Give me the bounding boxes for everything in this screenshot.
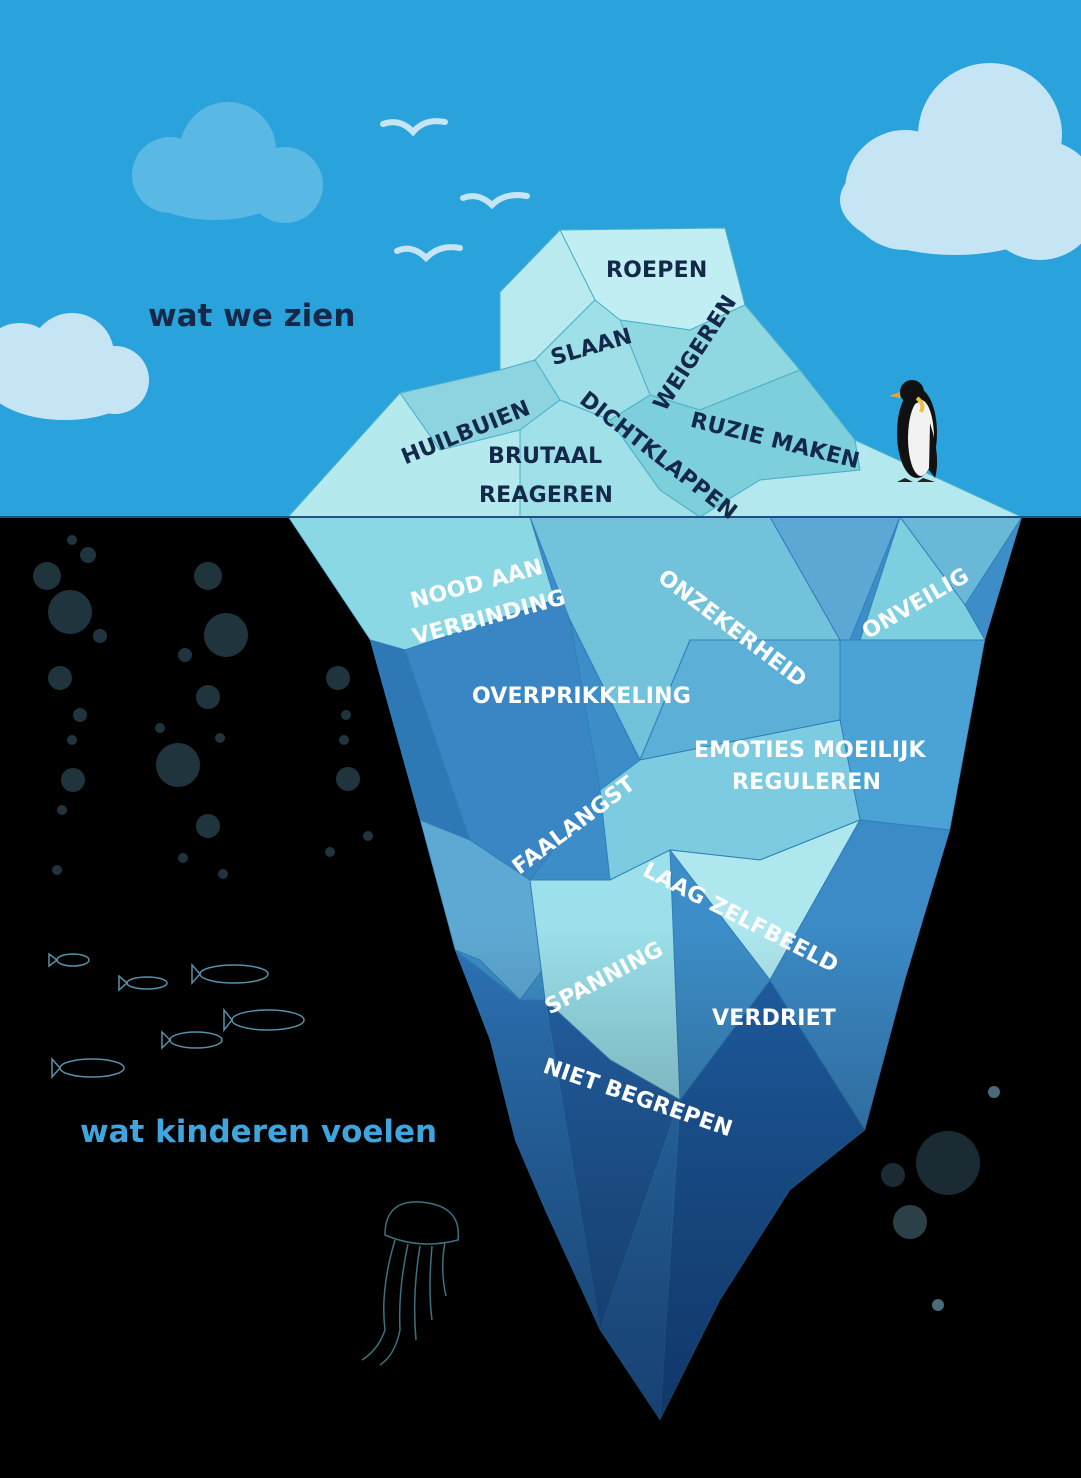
jellyfish-icon	[361, 1201, 460, 1366]
heading-below-water: wat kinderen voelen	[80, 1114, 438, 1150]
label-verdriet: VERDRIET	[712, 1006, 837, 1031]
label-brutaal: BRUTAAL	[488, 444, 603, 469]
label-overprikkeling: OVERPRIKKELING	[472, 684, 691, 709]
penguin-icon	[889, 380, 938, 482]
seagull-icon	[380, 118, 530, 263]
label-emoties-moeilijk: EMOTIES MOEILIJK	[694, 738, 926, 763]
cloud-left-top	[132, 102, 323, 223]
label-reageren: REAGEREN	[479, 483, 614, 508]
cloud-right	[840, 63, 1081, 260]
label-reguleren: REGULEREN	[732, 770, 882, 795]
fish-icon	[48, 952, 305, 1079]
bubble-icon	[881, 1086, 1000, 1311]
bubble-icon	[33, 535, 373, 879]
cloud-left	[0, 313, 149, 420]
label-roepen: ROEPEN	[606, 258, 708, 283]
heading-above-water: wat we zien	[148, 298, 356, 334]
iceberg-tip	[286, 227, 1023, 518]
